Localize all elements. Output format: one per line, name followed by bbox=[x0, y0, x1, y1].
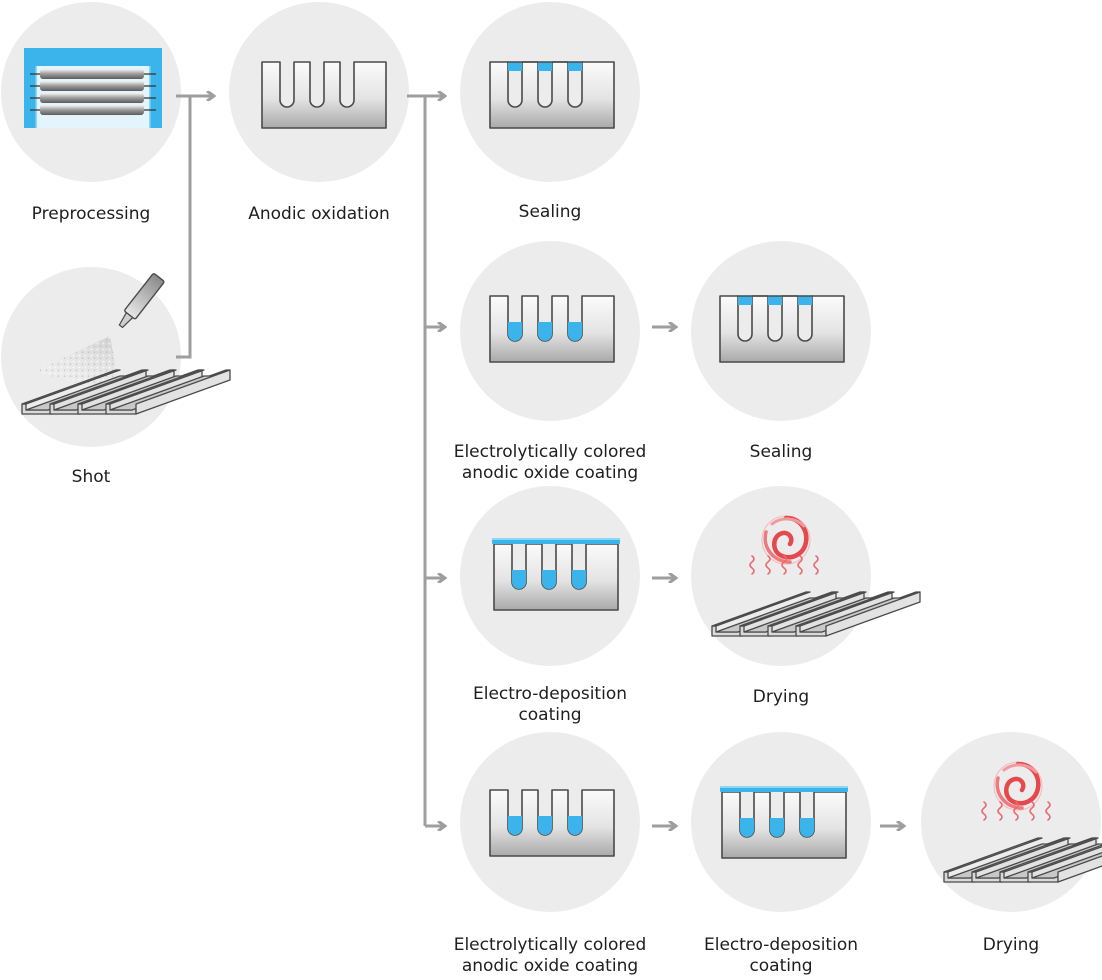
connectors bbox=[176, 96, 904, 826]
label-drying-2-line-1: Drying bbox=[982, 935, 1040, 955]
label-electrolytic-1: Electrolytically colored anodic oxide co… bbox=[425, 442, 675, 484]
label-preprocessing: Preprocessing bbox=[11, 204, 171, 225]
colored-pores-icon bbox=[490, 296, 614, 362]
label-drying-1: Drying bbox=[681, 687, 881, 708]
label-sealing-2: Sealing bbox=[681, 442, 881, 463]
label-drying-1-line-1: Drying bbox=[752, 687, 810, 707]
deposition-coating-icon bbox=[720, 786, 848, 858]
label-sealing-1-line-1: Sealing bbox=[518, 202, 582, 222]
colored-pores-icon bbox=[490, 790, 614, 856]
label-electrodeposition-1-line-2: coating bbox=[518, 705, 582, 725]
porous-oxide-icon bbox=[261, 61, 387, 129]
label-electrolytic-2-line-2: anodic oxide coating bbox=[461, 956, 639, 976]
label-electrodeposition-2: Electro-deposition coating bbox=[671, 935, 891, 977]
circle-drying-2 bbox=[921, 732, 1101, 912]
sealed-pores-icon bbox=[720, 296, 844, 362]
circle-anodic-oxidation bbox=[229, 2, 409, 182]
label-electrolytic-1-line-2: anodic oxide coating bbox=[461, 463, 639, 483]
label-drying-2: Drying bbox=[911, 935, 1102, 956]
circle-sealing-1 bbox=[460, 2, 640, 182]
circle-drying-1 bbox=[691, 486, 871, 666]
label-electrolytic-2-line-1: Electrolytically colored bbox=[453, 935, 647, 955]
bath-tank-icon bbox=[24, 48, 162, 128]
shot-blasting-icon bbox=[22, 273, 230, 414]
label-electrodeposition-2-line-2: coating bbox=[749, 956, 813, 976]
label-electrodeposition-1: Electro-deposition coating bbox=[440, 684, 660, 726]
label-electrolytic-1-line-1: Electrolytically colored bbox=[453, 442, 647, 462]
label-anodic-oxidation-line-1: Anodic oxidation bbox=[248, 204, 390, 224]
label-shot-line-1: Shot bbox=[71, 467, 111, 487]
deposition-coating-icon bbox=[492, 538, 620, 610]
sealed-pores-icon bbox=[490, 62, 614, 128]
label-shot: Shot bbox=[11, 467, 171, 488]
label-electrodeposition-2-line-1: Electro-deposition bbox=[704, 935, 858, 955]
label-electrolytic-2: Electrolytically colored anodic oxide co… bbox=[425, 935, 675, 977]
label-sealing-2-line-1: Sealing bbox=[749, 442, 813, 462]
label-preprocessing-line-1: Preprocessing bbox=[31, 204, 151, 224]
connector-to-anodic bbox=[176, 96, 214, 359]
label-sealing-1: Sealing bbox=[450, 202, 650, 223]
label-anodic-oxidation: Anodic oxidation bbox=[219, 204, 419, 225]
circle-sealing-2 bbox=[691, 241, 871, 421]
label-electrodeposition-1-line-1: Electro-deposition bbox=[473, 684, 627, 704]
